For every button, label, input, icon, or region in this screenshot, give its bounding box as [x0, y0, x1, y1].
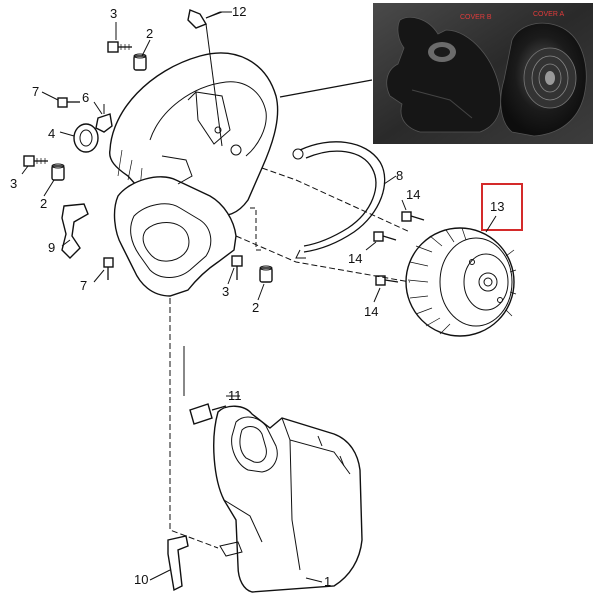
part-3-bolt-mid: [23, 155, 48, 167]
part-8-band: [292, 141, 386, 259]
callout-2-mid: 2: [40, 196, 47, 211]
photo-inset: COVER B COVER A: [373, 3, 593, 144]
part-11-pin: [189, 403, 227, 425]
callout-14-b: 14: [348, 251, 362, 266]
callout-14-a: 14: [406, 187, 420, 202]
part-2-spacer-mid: [51, 163, 65, 181]
callout-3-low: 3: [222, 284, 229, 299]
part-3-bolt-low: [231, 255, 243, 280]
callout-11: 11: [228, 388, 242, 403]
photo-label-cover-b: COVER B: [460, 14, 492, 21]
flywheel-part-13: [405, 227, 517, 337]
callout-13: 13: [490, 199, 504, 214]
part-2-spacer-top: [133, 53, 147, 71]
callout-3-mid: 3: [10, 176, 17, 191]
callouts: 12 3 2 7 6 4 3 8 2 14 14 14 13 9 7 3 2 1…: [10, 4, 504, 589]
part-3-bolt-top: [107, 41, 132, 53]
part-14-bolt-c: [375, 275, 399, 286]
part-14-bolt-a: [401, 211, 425, 222]
callout-7-top: 7: [32, 84, 39, 99]
photo-pointer-line: [279, 79, 373, 98]
photo-label-cover-a: COVER A: [533, 11, 564, 18]
part-4-seal: [73, 123, 99, 153]
callout-4: 4: [48, 126, 55, 141]
callout-3-top: 3: [110, 6, 117, 21]
callout-9: 9: [48, 240, 55, 255]
leader-lines: [21, 11, 497, 583]
part-9-bracket: [61, 203, 89, 259]
part-14-bolt-b: [373, 231, 397, 242]
part-6-bracket: [95, 104, 113, 133]
part-2-spacer-low: [259, 265, 273, 283]
photo-cover-b: [386, 17, 502, 133]
part-7-screw-top: [57, 97, 80, 108]
callout-2-low: 2: [252, 300, 259, 315]
callout-7-low: 7: [80, 278, 87, 293]
highlight-box-13: [481, 183, 523, 231]
callout-2-top: 2: [146, 26, 153, 41]
housing-gasket-plate: [113, 155, 237, 297]
photo-cover-a: [500, 22, 587, 137]
upper-fan-cover: [109, 52, 279, 217]
callout-6: 6: [82, 90, 89, 105]
assembly-dashed-lines: [169, 167, 411, 549]
part-7-screw-low: [103, 257, 114, 280]
callout-14-c: 14: [364, 304, 378, 319]
part-10-clip: [167, 535, 189, 592]
callout-12: 12: [232, 4, 246, 19]
callout-10: 10: [134, 572, 148, 587]
callout-8: 8: [396, 168, 403, 183]
callout-1: 1: [324, 574, 331, 589]
part-12-clip: [187, 9, 223, 29]
lower-housing-part-1: [213, 405, 363, 593]
